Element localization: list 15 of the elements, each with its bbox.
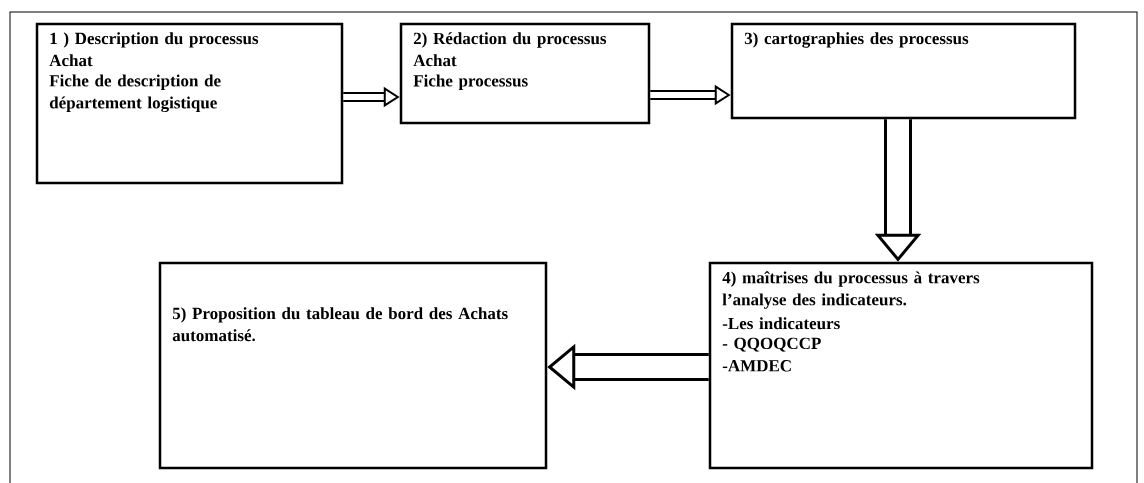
box-text: -AMDEC	[722, 360, 791, 372]
box-text: 2) Rédaction du processus Achat	[413, 32, 607, 67]
box-text: 3) cartographies des processus	[744, 32, 969, 48]
box-text: Fiche processus	[413, 74, 528, 90]
process-box	[708, 261, 1094, 470]
process-box	[730, 22, 1077, 120]
box-text: 5) Proposition du tableau de bord des Achats automatisé.	[172, 307, 508, 342]
box-text: - QQOQCCP	[722, 337, 821, 352]
process-box	[35, 22, 344, 185]
box-text: Fiche de description de département logistique	[49, 74, 221, 113]
box-text: 1 ) Description du processus Achat	[49, 32, 259, 67]
process-box	[158, 261, 548, 470]
process-box	[399, 22, 651, 125]
box-text: 4) maîtrises du processus à travers l’analyse des indicateurs.	[722, 271, 980, 309]
box-text: -Les indicateurs	[722, 317, 840, 330]
